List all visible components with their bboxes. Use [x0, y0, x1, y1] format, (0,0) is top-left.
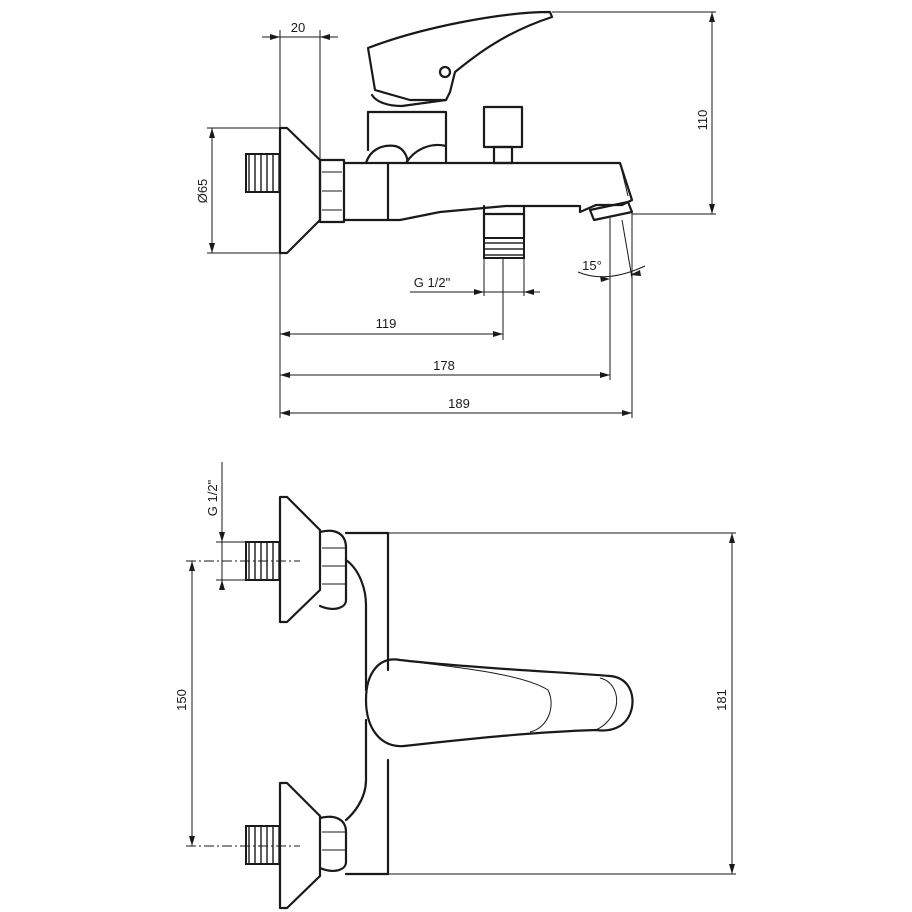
dim-length-119: 119 — [280, 316, 503, 337]
upper-flange — [245, 495, 322, 624]
dim-inlet-thread-label: G 1/2" — [205, 479, 220, 516]
hex-nut — [318, 158, 346, 224]
dim-height: 110 — [695, 12, 715, 214]
dim-length-178-label: 178 — [433, 358, 455, 373]
dim-length-119-label: 119 — [376, 316, 397, 331]
dim-flange-offset-label: 20 — [291, 20, 305, 35]
handle-assembly — [364, 10, 554, 165]
dim-flange-diameter-label: Ø65 — [195, 179, 210, 204]
diverter-knob — [482, 105, 524, 165]
dim-outlet-thread: G 1/2" — [410, 275, 540, 295]
dim-depth-label: 181 — [714, 689, 729, 711]
extension-lines — [207, 11, 716, 418]
centerlines — [186, 560, 300, 847]
dim-length-189-label: 189 — [448, 396, 470, 411]
lower-flange — [245, 781, 322, 910]
lower-hex-nut — [318, 815, 348, 872]
top-handle — [364, 658, 634, 748]
top-extension-lines — [216, 462, 246, 584]
dim-depth: 181 — [714, 533, 735, 874]
mixer-body — [342, 161, 634, 222]
dim-spout-angle-label: 15° — [582, 258, 602, 273]
dim-spacing-label: 150 — [174, 689, 189, 711]
inlet-thread — [245, 153, 281, 193]
dim-length-189: 189 — [280, 396, 632, 416]
dim-outlet-thread-label: G 1/2" — [414, 275, 451, 290]
top-view: G 1/2" 150 181 — [174, 462, 736, 910]
hose-outlet — [482, 204, 526, 259]
upper-hex-nut — [318, 529, 348, 610]
wall-flange — [278, 126, 322, 255]
dim-spacing: 150 — [174, 561, 195, 846]
dim-height-label: 110 — [695, 110, 710, 131]
dim-inlet-thread: G 1/2" — [205, 479, 225, 590]
side-view: 20 Ø65 110 G 1/2" 15° — [195, 10, 716, 418]
dim-length-178: 178 — [280, 358, 610, 378]
dim-spout-angle: 15° — [577, 258, 646, 282]
dim-flange-diameter: Ø65 — [195, 128, 215, 253]
dim-flange-offset: 20 — [262, 20, 338, 40]
top-body — [344, 531, 736, 876]
